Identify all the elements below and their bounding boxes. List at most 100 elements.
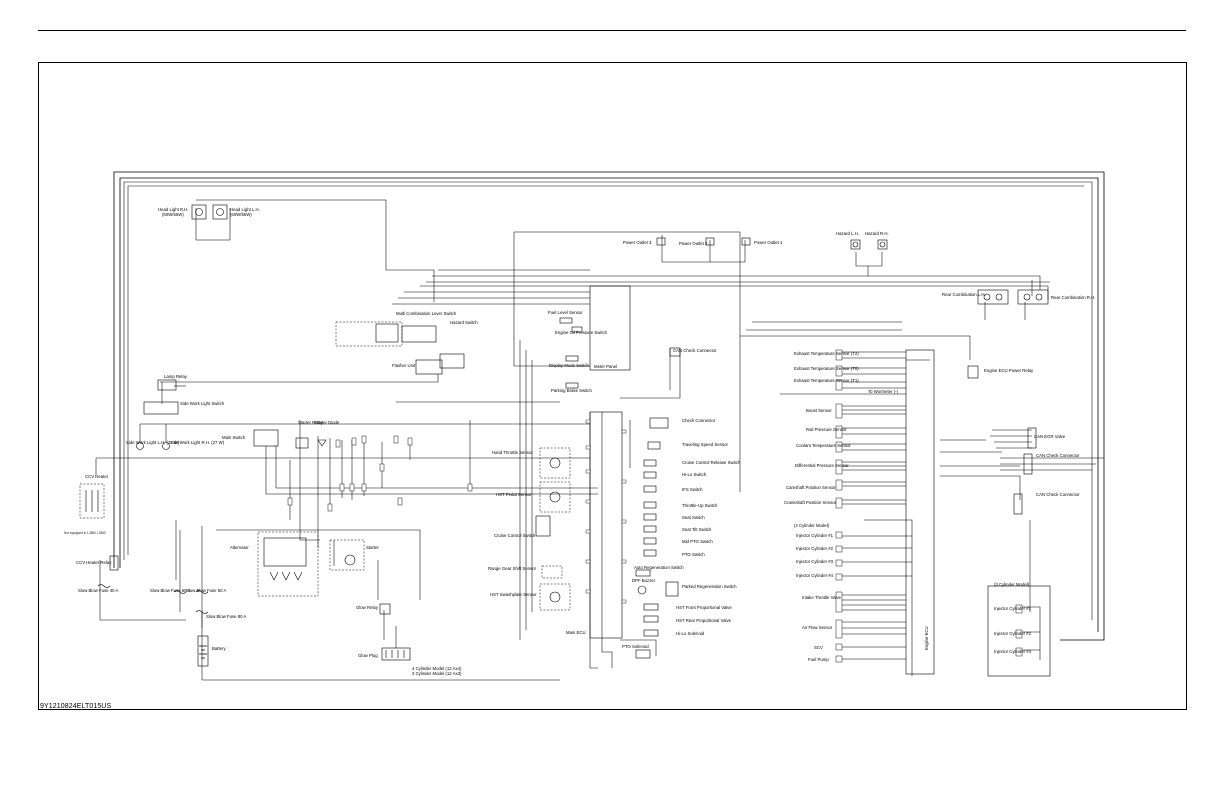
exhaust-temp-t1-label: Exhaust Temperature Sensor (T1) bbox=[794, 378, 859, 383]
head-light-rh-symbol bbox=[191, 204, 207, 220]
mid-pto-switch-label: Mid PTO Switch bbox=[682, 539, 713, 544]
side-work-light-lh-symbol bbox=[136, 442, 144, 450]
engine-oil-pressure-switch-symbol bbox=[571, 326, 583, 333]
hazard-rh-label: Hazard R.H. bbox=[865, 231, 889, 236]
ccv-heater-relay-label: CCV Heater Relay bbox=[76, 560, 112, 565]
slow-blow-fuse-40-label: Slow Blow Fuse 40 A bbox=[78, 588, 118, 593]
hand-throttle-sensor-box bbox=[539, 447, 571, 479]
can-check-connector-2-box bbox=[1023, 453, 1033, 475]
dpf-buzzer-label: DPF Buzzer bbox=[632, 578, 656, 583]
engine-oil-pressure-switch-label: Engine Oil Pressure Switch bbox=[555, 330, 608, 335]
battery-label: Battery bbox=[212, 646, 226, 651]
flasher-relay-box bbox=[439, 353, 465, 369]
hst-pedal-sensor-box bbox=[539, 481, 571, 513]
seat-switch-symbol bbox=[643, 513, 657, 521]
auto-regeneration-switch-symbol bbox=[635, 569, 651, 577]
fuse-row bbox=[287, 435, 473, 512]
slow-blow-fuse-80-symbol bbox=[195, 610, 209, 614]
exhaust-temp-t0-label: Exhaust Temperature Sensor (T0) bbox=[794, 366, 859, 371]
side-work-light-rh-label: Side Work Light R.H. (27 W) bbox=[170, 440, 225, 445]
diagram-frame bbox=[38, 62, 1187, 710]
engine-sensor-connectors bbox=[835, 349, 843, 663]
hazard-switch-label: Hazard Switch bbox=[450, 320, 478, 325]
injector-cyl4-label: Injector Cylinder #4 bbox=[796, 573, 834, 578]
hst-front-proportional-valve-symbol bbox=[643, 603, 659, 611]
lamp-relay-label: Lamp Relay bbox=[164, 374, 188, 379]
seat-switch-label: Seat Switch bbox=[682, 515, 705, 520]
starter-box bbox=[329, 539, 365, 571]
can-check-connector-label: CAN Check Connector bbox=[673, 348, 717, 353]
rear-combination-rh-label: Rear Combination R.H. bbox=[1051, 295, 1095, 300]
hazard-lh-symbol bbox=[850, 239, 861, 250]
injector3-cyl1-label: Injector Cylinder #1 bbox=[994, 606, 1032, 611]
power-outlet-2-symbol bbox=[705, 237, 715, 246]
ifs-switch-symbol bbox=[643, 485, 657, 493]
harness-wires bbox=[95, 171, 1105, 681]
glow-plug-3cyl-label: 3 Cylinder Model (12 Ax3) bbox=[412, 671, 462, 676]
injector3-cyl2-label: Injector Cylinder #2 bbox=[994, 631, 1032, 636]
alternator-label: Alternator bbox=[230, 545, 249, 550]
rail-pressure-sensor-label: Rail Pressure Sensor bbox=[806, 427, 847, 432]
parked-regeneration-switch-symbol bbox=[665, 581, 679, 597]
slow-blow-fuse-50-label: Slow Blow Fuse 50 A bbox=[186, 588, 226, 593]
alternator-box bbox=[257, 531, 319, 597]
slow-blow-fuse-40-symbol bbox=[97, 584, 111, 588]
hi-lo-solenoid-symbol bbox=[643, 629, 659, 637]
injector-cyl1-label: Injector Cylinder #1 bbox=[796, 533, 834, 538]
multi-combination-lever-switch-box bbox=[335, 321, 403, 347]
hst-swashplate-sensor-box bbox=[539, 583, 571, 611]
can-check-connector-3-box bbox=[1013, 493, 1023, 515]
main-switch-label: Main Switch bbox=[222, 435, 246, 440]
meter-panel-box bbox=[589, 285, 631, 371]
hazard-rh-symbol bbox=[877, 239, 888, 250]
flasher-unit-box bbox=[415, 359, 443, 375]
starter-label: Starter bbox=[366, 545, 379, 550]
rear-combination-rh-box bbox=[1017, 289, 1049, 305]
hst-rear-proportional-valve-label: HST Rear Proportional Valve bbox=[676, 618, 732, 623]
slow-blow-fuse-80-label: Slow Blow Fuse 80 A bbox=[206, 614, 246, 619]
ecu-pin-markers bbox=[585, 419, 627, 604]
cruise-control-switch-label: Cruise Control Switch bbox=[494, 533, 536, 538]
cruise-control-switch-box bbox=[535, 515, 551, 537]
head-light-lh-label: Head Light L.H. bbox=[230, 207, 260, 212]
glow-plug-box bbox=[381, 647, 411, 661]
engine-ecu-power-relay-label: Engine ECU Power Relay bbox=[984, 368, 1034, 373]
ccv-heater-box bbox=[79, 483, 105, 519]
slow-blow-fuse-60-label: Slow Blow Fuse 60 A bbox=[150, 588, 190, 593]
main-ecu-box bbox=[589, 411, 623, 639]
parking-brake-switch-label: Parking Brake Switch bbox=[551, 388, 592, 393]
engine-sensor-wires bbox=[780, 351, 906, 660]
to-wormeter-label: To Wormeter (-) bbox=[868, 389, 899, 394]
three-cylinder-model-box bbox=[987, 585, 1051, 677]
power-outlet-3-label: Power Outlet 3 bbox=[623, 240, 652, 245]
main-ecu-label: Main ECU bbox=[566, 630, 586, 635]
pto-solenoid-label: PTO Solenoid bbox=[622, 644, 649, 649]
scv-label: SCV bbox=[814, 645, 823, 650]
side-work-light-switch-label: Side Work Light Switch bbox=[180, 401, 225, 406]
can-egr-valve-label: CAN EGR Valve bbox=[1034, 434, 1066, 439]
starter-diode-label: Starter Diode bbox=[314, 420, 340, 425]
starter-relay-label: Starter Relay bbox=[298, 420, 324, 425]
slow-blow-fuse-60-symbol bbox=[173, 590, 187, 594]
ifs-switch-label: IFS Switch bbox=[682, 487, 703, 492]
air-flow-sensor-label: Air Flow Sensor bbox=[802, 625, 833, 630]
exhaust-temp-t2-label: Exhaust Temperature Sensor (T2) bbox=[794, 351, 859, 356]
fuel-pump-label: Fuel Pump bbox=[808, 657, 829, 662]
display-mode-switch-symbol bbox=[565, 355, 579, 362]
rear-combination-lh-label: Rear Combination L.H. bbox=[942, 292, 986, 297]
main-switch-box bbox=[253, 429, 279, 447]
hst-swashplate-sensor-label: HST Swashplate Sensor bbox=[490, 592, 537, 597]
hand-throttle-sensor-label: Hand Throttle Sensor bbox=[492, 450, 533, 455]
traveling-speed-sensor-symbol bbox=[647, 441, 661, 450]
range-gear-shift-sensor-label: Range Gear Shift Sensor bbox=[488, 566, 537, 571]
glow-relay-box bbox=[379, 603, 391, 615]
fuel-level-sensor-label: Fuel Level Sensor bbox=[548, 310, 583, 315]
cruise-control-release-switch-label: Cruise Control Release Switch bbox=[682, 460, 741, 465]
hst-rear-proportional-valve-symbol bbox=[643, 615, 659, 623]
not-equipped-label: Not equipped in L3560 L3960 bbox=[64, 531, 106, 535]
seat-tilt-switch-symbol bbox=[643, 525, 657, 533]
mid-pto-switch-symbol bbox=[643, 537, 657, 545]
glow-plug-4cyl-label: 4 Cylinder Model (12 Ax4) bbox=[412, 666, 462, 671]
top-rule bbox=[38, 30, 1186, 31]
